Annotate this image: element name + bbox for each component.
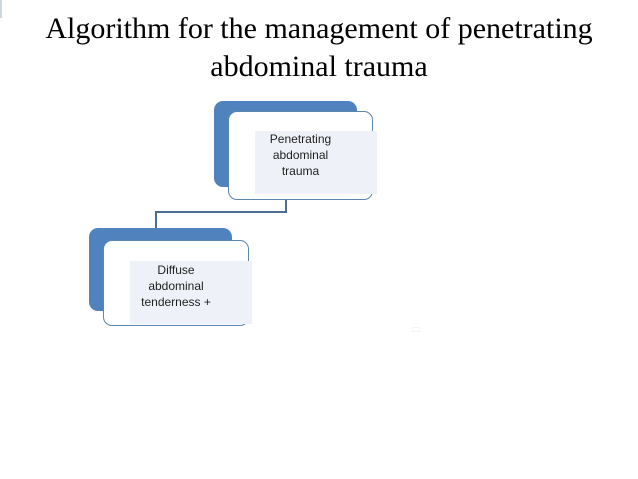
node-label-line-1: Penetrating xyxy=(269,132,332,146)
residual-artifact-mark xyxy=(412,327,420,332)
node-text-panel xyxy=(255,131,377,194)
node-card: Diffuse abdominal tenderness + xyxy=(103,240,252,326)
node-text-panel xyxy=(130,261,252,324)
connector-elbow-down xyxy=(155,211,157,229)
node-label-line-3: tenderness + xyxy=(141,295,211,309)
flow-node-penetrating-abdominal-trauma[interactable]: Penetrating abdominal trauma xyxy=(214,101,377,201)
connector-root-down xyxy=(285,199,287,213)
node-label-line-2: abdominal xyxy=(272,148,329,162)
node-label-line-2: abdominal xyxy=(148,279,204,293)
page-title: Algorithm for the management of penetrat… xyxy=(45,12,593,83)
connector-elbow-horizontal xyxy=(155,211,287,213)
node-label-line-3: trauma xyxy=(281,164,320,178)
node-label-line-1: Diffuse xyxy=(157,263,195,277)
flow-node-diffuse-abdominal-tenderness[interactable]: Diffuse abdominal tenderness + xyxy=(89,228,252,327)
connector-tenderness-tail xyxy=(0,0,2,18)
node-card: Penetrating abdominal trauma xyxy=(228,111,377,200)
